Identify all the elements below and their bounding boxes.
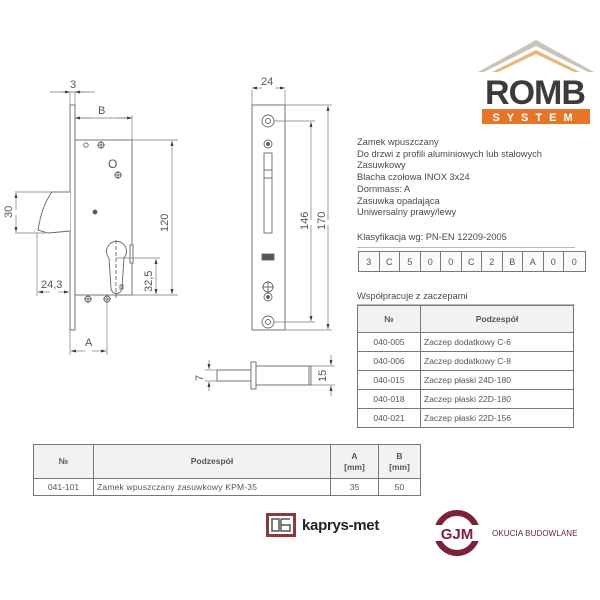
svg-text:24: 24 <box>261 76 273 88</box>
svg-text:24,3: 24,3 <box>41 279 62 291</box>
description-line: Zasuwka opadająca <box>357 195 440 206</box>
code-digit: C <box>461 252 482 271</box>
svg-text:146: 146 <box>299 212 311 230</box>
table-row: 040-005 Zaczep dodatkowy C-6 <box>357 332 574 352</box>
gjm-emblem-icon: GJM <box>434 510 480 556</box>
cell-part: Zaczep płaski 22D-156 <box>420 408 574 428</box>
svg-text:SYSTEM: SYSTEM <box>492 112 579 124</box>
cell-part: Zaczep dodatkowy C-8 <box>420 351 574 371</box>
bolt-view <box>216 361 312 390</box>
kaprys-met-wordmark: kaprys-met <box>302 516 380 534</box>
bolt-dimensions <box>205 355 335 396</box>
table-row: 040-021 Zaczep płaski 22D-156 <box>357 408 574 428</box>
cell-number: 041-101 <box>33 478 94 496</box>
code-digit: 0 <box>441 252 462 271</box>
divider <box>357 247 575 248</box>
cell-part: Zaczep płaski 22D-180 <box>420 389 574 409</box>
faceplate-front-view <box>251 104 286 331</box>
svg-text:GJM: GJM <box>441 526 474 543</box>
cell-number: 040-018 <box>357 389 421 409</box>
col-header-b-label: B <box>396 450 403 461</box>
cell-part: Zaczep dodatkowy C-6 <box>420 332 574 352</box>
code-digit: B <box>502 252 523 271</box>
cell-part: Zamek wpuszczany zasuwkowy KPM-35 <box>93 478 331 496</box>
cell-number: 040-015 <box>357 370 421 390</box>
col-header-b: B [mm] <box>378 444 421 479</box>
col-header-a-label: A <box>351 450 358 461</box>
svg-text:120: 120 <box>159 214 171 232</box>
svg-text:30: 30 <box>3 206 15 218</box>
latch-slot <box>263 152 273 234</box>
latch-bolt <box>37 191 71 234</box>
svg-text:15: 15 <box>317 370 329 382</box>
cell-number: 040-006 <box>357 351 421 371</box>
col-header-part: Podzespół <box>93 444 331 479</box>
side-view-dimension-labels: 3 B 120 32,5 30 24,3 A <box>3 79 171 349</box>
kaprys-met-emblem-icon <box>266 513 296 537</box>
gjm-tagline: OKUCIA BUDOWLANE <box>492 528 578 538</box>
description-line: Uniwersalny prawy/lewy <box>357 207 457 218</box>
cooperates-label: Współpracuje z zaczepami <box>357 291 468 301</box>
svg-text:A: A <box>85 337 93 349</box>
code-digit: 3 <box>359 252 380 271</box>
svg-text:32,5: 32,5 <box>143 271 155 292</box>
cylinder-cutout <box>106 240 127 294</box>
svg-text:170: 170 <box>316 212 328 230</box>
col-header-b-unit: [mm] <box>389 461 410 472</box>
product-description: Zamek wpuszczany Do drzwi z profili alum… <box>357 137 542 219</box>
side-view-dimensions <box>14 90 178 355</box>
strikes-table: № Podzespół 040-005 Zaczep dodatkowy C-6… <box>357 305 574 428</box>
code-digit: 2 <box>482 252 503 271</box>
description-line: Do drzwi z profili aluminiowych lub stal… <box>357 148 542 159</box>
classification-label: Klasyfikacja wg: PN-EN 12209-2005 <box>357 232 507 242</box>
lock-side-view: O <box>37 104 134 331</box>
col-header-part: Podzespół <box>420 305 574 333</box>
col-header-a: A [mm] <box>330 444 379 479</box>
col-header-number: № <box>357 305 421 333</box>
col-header-a-unit: [mm] <box>344 461 365 472</box>
code-digit: C <box>379 252 400 271</box>
svg-text:ROMB: ROMB <box>485 74 585 112</box>
cell-a: 35 <box>330 478 379 496</box>
code-digit: 5 <box>400 252 421 271</box>
table-row: 040-018 Zaczep płaski 22D-180 <box>357 389 574 409</box>
bolt-dimension-labels: 7 15 <box>194 370 329 382</box>
code-digit: 0 <box>420 252 441 271</box>
description-line: Zamek wpuszczany <box>357 137 439 147</box>
romb-system-logo: ROMB SYSTEM <box>472 36 598 128</box>
faceplate-dimensions <box>251 86 332 331</box>
description-line: Zasuwkowy <box>357 160 406 171</box>
table-row: 041-101 Zamek wpuszczany zasuwkowy KPM-3… <box>33 478 421 496</box>
classification-code: 3 C 5 0 0 C 2 B A 0 0 <box>358 251 586 272</box>
svg-text:7: 7 <box>194 375 206 381</box>
code-digit: A <box>523 252 544 271</box>
description-line: Dornmass: A <box>357 183 411 194</box>
table-row: 040-006 Zaczep dodatkowy C-8 <box>357 351 574 371</box>
code-digit: 0 <box>543 252 564 271</box>
divider <box>357 304 575 305</box>
svg-text:3: 3 <box>70 79 76 91</box>
code-digit: 0 <box>564 252 585 271</box>
product-table: № Podzespół A [mm] B [mm] 041-101 Zamek … <box>33 444 421 496</box>
gjm-logo: GJM OKUCIA BUDOWLANE <box>432 508 578 558</box>
kaprys-met-logo: kaprys-met <box>266 513 379 537</box>
table-row: 040-015 Zaczep płaski 24D-180 <box>357 370 574 390</box>
faceplate-dimension-labels: 24 146 170 <box>261 76 328 230</box>
table-header-row: № Podzespół A [mm] B [mm] <box>33 444 421 479</box>
cell-number: 040-005 <box>357 332 421 352</box>
table-header-row: № Podzespół <box>357 305 574 333</box>
svg-text:B: B <box>98 105 105 117</box>
svg-text:O: O <box>108 157 117 171</box>
cell-b: 50 <box>378 478 421 496</box>
cell-part: Zaczep płaski 24D-180 <box>420 370 574 390</box>
description-line: Blacha czołowa INOX 3x24 <box>357 172 470 183</box>
faceplate-profile <box>69 104 76 331</box>
col-header-number: № <box>33 444 94 479</box>
cell-number: 040-021 <box>357 408 421 428</box>
romb-roof-icon: ROMB SYSTEM <box>478 40 594 124</box>
